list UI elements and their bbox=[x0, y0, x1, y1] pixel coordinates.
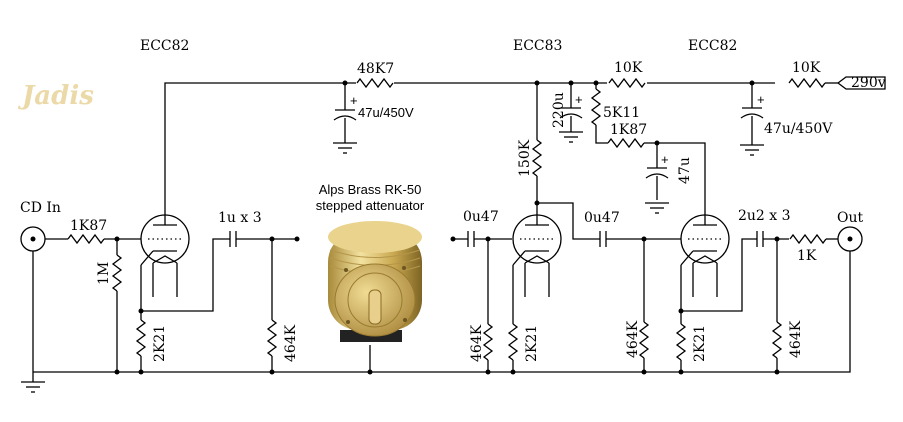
supply-voltage-label: 290v bbox=[851, 75, 886, 91]
label-r-10k-a: 10K bbox=[614, 60, 643, 76]
label-r-k1: 2K21 bbox=[152, 325, 168, 362]
ground-icon bbox=[20, 381, 46, 393]
label-c-220: 220u bbox=[551, 92, 567, 128]
label-c-supply1: 47u/450V bbox=[358, 105, 414, 120]
resistor-grid-2 bbox=[483, 323, 493, 361]
plus-sign: + bbox=[757, 92, 765, 107]
resistor-5k11 bbox=[591, 88, 601, 126]
input-label: CD In bbox=[20, 200, 61, 216]
output-label: Out bbox=[837, 210, 863, 226]
resistor-input bbox=[67, 234, 105, 244]
output-jack-icon bbox=[837, 226, 863, 252]
label-r-plate2: 150K bbox=[517, 139, 533, 177]
jadis-logo: Jadis bbox=[17, 81, 94, 111]
tube-label-v2: ECC83 bbox=[513, 38, 562, 54]
ground-bus bbox=[33, 251, 851, 373]
plus-sign: + bbox=[575, 92, 583, 107]
resistor-cathode-1 bbox=[136, 319, 146, 357]
label-r-grid2: 464K bbox=[469, 324, 485, 362]
label-r-k2: 2K21 bbox=[524, 325, 540, 362]
ground-icon bbox=[739, 144, 765, 156]
ground-icon bbox=[644, 202, 670, 214]
tube-v1-icon bbox=[140, 214, 190, 298]
tube-label-v3: ECC82 bbox=[688, 38, 737, 54]
plus-sign: + bbox=[661, 152, 669, 167]
tube-v2-icon bbox=[512, 214, 562, 298]
label-c-in2: 0u47 bbox=[463, 209, 499, 225]
label-c-out3: 2u2 x 3 bbox=[738, 208, 791, 224]
label-c-47: 47u bbox=[677, 157, 693, 184]
capacitor-input-2 bbox=[467, 231, 475, 247]
ground-icon bbox=[558, 131, 584, 143]
attenuator-label-2: stepped attenuator bbox=[316, 198, 425, 213]
capacitor-output-1 bbox=[229, 231, 237, 247]
resistor-grid-3 bbox=[639, 321, 649, 359]
resistor-grid-1m bbox=[112, 254, 122, 292]
label-r-in: 1K87 bbox=[70, 218, 107, 234]
label-r-load3: 464K bbox=[788, 320, 804, 358]
label-r-load1: 464K bbox=[283, 324, 299, 362]
label-r-1k87b: 1K87 bbox=[610, 122, 647, 138]
stepped-attenuator-photo bbox=[328, 221, 422, 342]
resistor-output-1k bbox=[789, 234, 827, 244]
resistor-plate-150k bbox=[532, 139, 542, 177]
supply-terminal bbox=[836, 76, 886, 90]
label-c-out1: 1u x 3 bbox=[218, 210, 262, 226]
label-r-supply1: 48K7 bbox=[357, 61, 394, 77]
label-r-k3: 2K21 bbox=[692, 325, 708, 362]
resistor-cathode-2 bbox=[508, 323, 518, 361]
label-r-5k11: 5K11 bbox=[603, 105, 640, 121]
label-r-grid3: 464K bbox=[625, 320, 641, 358]
ground-bus-nodes bbox=[114, 369, 780, 375]
resistor-cathode-3 bbox=[676, 323, 686, 361]
resistor-10k-b bbox=[788, 78, 826, 88]
label-c-supply2: 47u/450V bbox=[764, 121, 833, 137]
label-r-out: 1K bbox=[797, 248, 817, 264]
resistor-load-3 bbox=[772, 321, 782, 359]
plus-sign: + bbox=[350, 93, 358, 108]
input-jack-icon bbox=[20, 226, 46, 372]
label-r-10k-b: 10K bbox=[792, 60, 821, 76]
tube-label-v1: ECC82 bbox=[140, 38, 189, 54]
resistor-load-1 bbox=[267, 319, 277, 357]
capacitor-output-3 bbox=[756, 231, 764, 247]
capacitor-coupling bbox=[599, 231, 607, 247]
label-c-couple: 0u47 bbox=[584, 210, 620, 226]
ground-icon bbox=[332, 142, 358, 154]
tube-v3-icon bbox=[680, 214, 730, 298]
attenuator-label-1: Alps Brass RK-50 bbox=[319, 182, 422, 197]
label-r-grid: 1M bbox=[96, 262, 112, 285]
resistor-1k87 bbox=[607, 138, 645, 148]
